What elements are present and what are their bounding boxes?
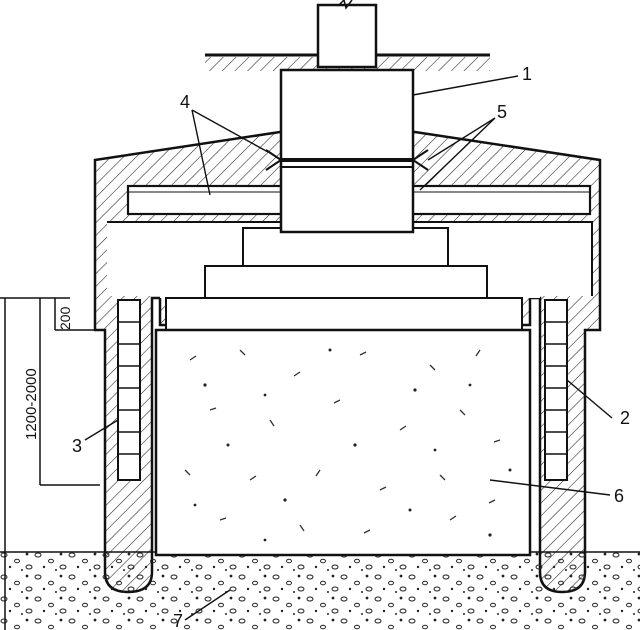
callout-6: 6 [614,486,624,506]
foundation-mass [154,328,532,557]
rebar-cage-left [117,299,141,481]
callout-4: 4 [180,92,190,112]
dimension-depth: 1200-2000 [23,368,40,440]
callout-5: 5 [497,102,507,122]
callout-1: 1 [522,64,532,84]
callout-7: 7 [173,611,183,630]
soil-bed [0,550,640,630]
callout-2: 2 [620,408,630,428]
rebar-cage-right [544,299,568,481]
dimension-lines [0,297,100,630]
column-upper [316,0,378,69]
existing-column [265,68,429,234]
stepped-footing [165,227,523,331]
leader-lines [84,75,613,621]
callout-3: 3 [72,436,82,456]
dimension-top: 200 [57,306,73,330]
